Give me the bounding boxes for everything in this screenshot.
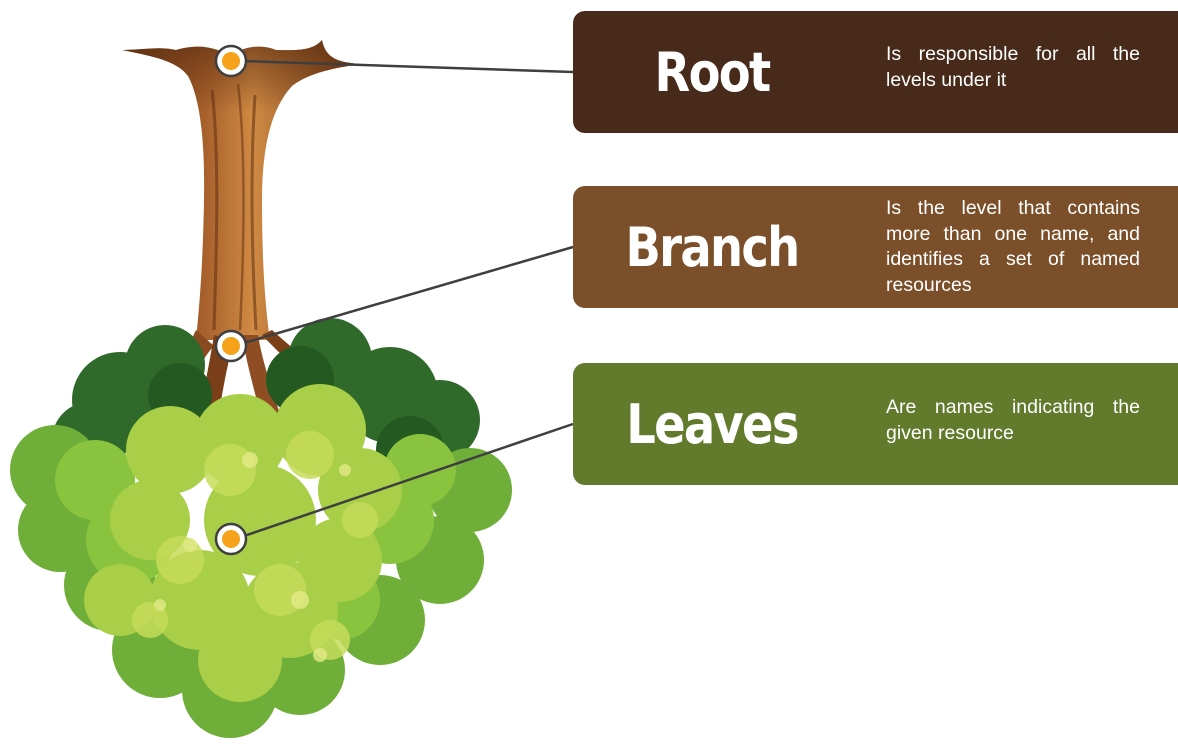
branch-marker [216, 331, 246, 361]
root-card: Root Is responsible for all the levels u… [573, 11, 1178, 133]
root-marker [216, 46, 246, 76]
branch-description: Is the level that contains more than one… [886, 196, 1140, 298]
root-description: Is responsible for all the levels under … [886, 42, 1140, 93]
branch-title: Branch [617, 186, 808, 308]
branch-connector [244, 247, 573, 343]
leaves-description: Are names indicating the given resource [886, 395, 1140, 446]
leaves-title: Leaves [617, 363, 808, 485]
root-title: Root [617, 11, 808, 133]
leaves-marker [216, 524, 246, 554]
leaves-card: Leaves Are names indicating the given re… [573, 363, 1178, 485]
branch-card: Branch Is the level that contains more t… [573, 186, 1178, 308]
